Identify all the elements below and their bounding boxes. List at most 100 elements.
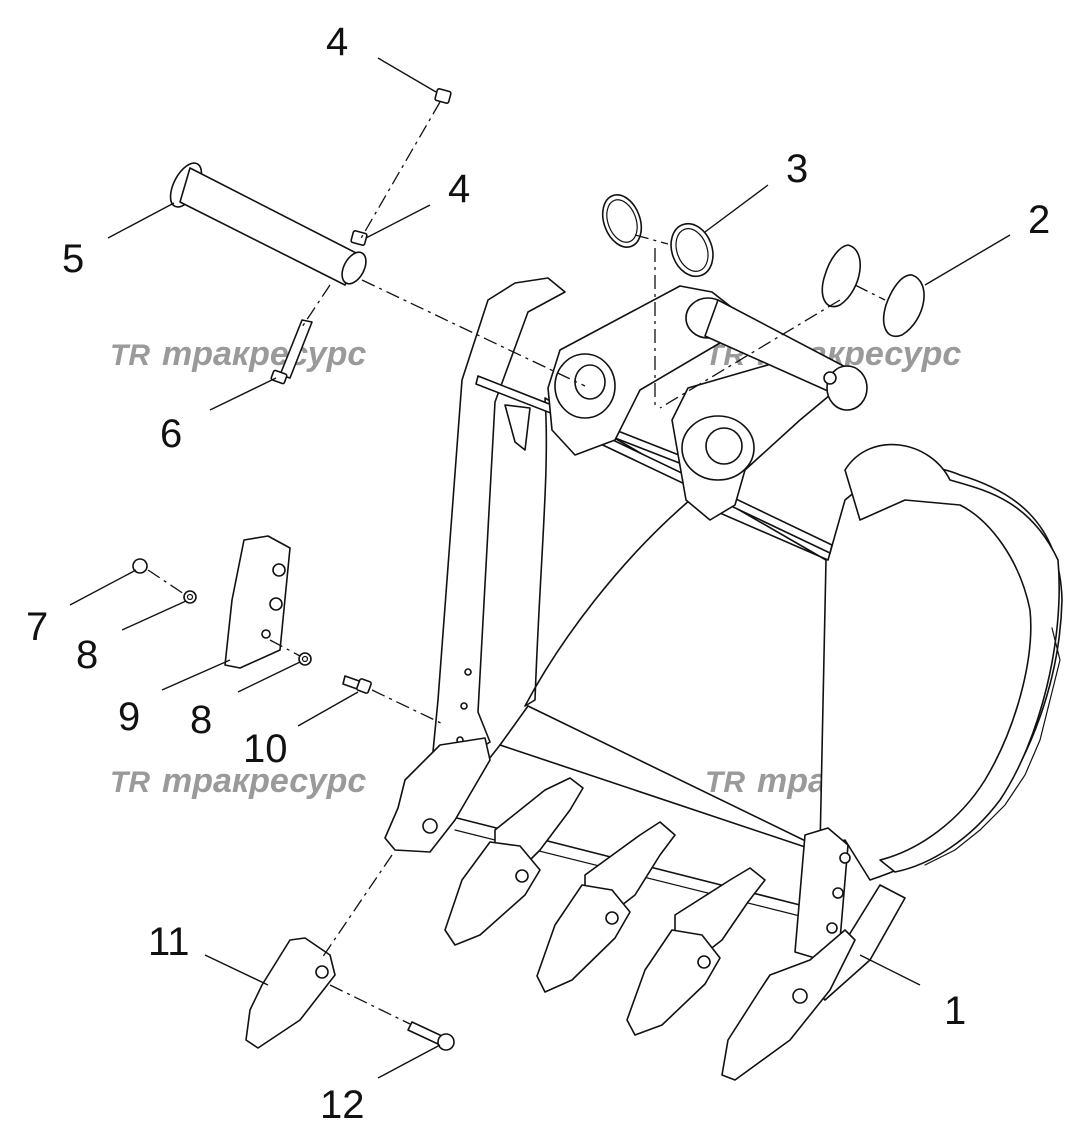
leader-4-mid	[365, 204, 431, 239]
o-ring-left	[601, 194, 643, 248]
tooth-pin-hole	[697, 955, 711, 969]
axis-shims	[854, 284, 886, 301]
side-cutter-bolt-head	[269, 597, 283, 611]
pin-12-shank	[407, 1021, 443, 1045]
bucket-body	[431, 277, 1063, 919]
washer-upper-hole	[186, 593, 194, 601]
part-5-pin	[169, 162, 367, 286]
tooth-tip-3	[626, 929, 721, 1036]
bucket-right-side-plate	[844, 443, 1060, 873]
watermark-logo: TR	[705, 766, 745, 799]
axis-nut-washer	[147, 569, 185, 595]
leader-3	[704, 184, 769, 233]
axis-tooth-11	[321, 854, 393, 959]
part-12-pin	[407, 1021, 455, 1051]
tooth-corner-right	[721, 929, 856, 1081]
part-8-washer-upper	[183, 590, 197, 604]
pin-end	[341, 251, 367, 285]
part-3-o-rings	[601, 194, 714, 278]
side-cutter-bolt-hole	[261, 629, 271, 639]
side-bolt-hole	[460, 702, 468, 710]
nut	[132, 558, 148, 574]
axis-pin-12	[329, 984, 411, 1025]
axis-bolt-6	[299, 284, 331, 331]
assembly-lines	[147, 101, 886, 1025]
bolt-head	[270, 369, 288, 385]
leader-1	[859, 954, 921, 986]
part-8-washer-lower	[298, 652, 312, 666]
callout-5: 5	[62, 237, 84, 281]
callout-4-mid: 4	[448, 167, 470, 211]
part-7-nut	[132, 558, 148, 574]
bucket-side-wear-strip	[924, 627, 1061, 866]
callout-labels: 4 4 5 6 3 2 7 8 9 8 10 11 12 1	[26, 20, 1050, 1127]
tooth-pin-hole	[422, 818, 438, 834]
axis-cutter-washer	[269, 639, 301, 657]
part-2-shims	[821, 244, 925, 338]
leader-12	[377, 1044, 441, 1079]
pin-12-head	[437, 1033, 455, 1051]
o-ring-left-inner	[606, 199, 638, 243]
tooth-corner-left	[384, 737, 491, 853]
callout-6: 6	[160, 412, 182, 456]
axis-bolt-10	[371, 689, 446, 726]
leader-2	[924, 234, 1011, 286]
part-4-spacer-top	[434, 88, 452, 104]
axis-shim-drop	[659, 299, 841, 409]
pin-shaft	[179, 167, 361, 286]
shim-right	[882, 274, 925, 338]
callout-2: 2	[1028, 198, 1050, 242]
bucket-lifting-hook	[504, 404, 531, 451]
tooth-tip-2	[536, 884, 631, 993]
part-11-tooth	[245, 937, 336, 1049]
callout-12: 12	[320, 1083, 365, 1127]
tooth-tip-1	[444, 841, 541, 946]
leader-4-top	[377, 57, 437, 93]
watermark-brand: тракресурс	[162, 335, 366, 373]
grease-fitting	[823, 371, 837, 385]
watermark-bottom-left: TR тракресурс	[110, 762, 366, 800]
shim-left	[821, 244, 861, 308]
washer-lower	[298, 652, 312, 666]
tooth-pin-hole	[515, 869, 529, 883]
bucket-teeth	[384, 737, 856, 1081]
callout-8-lower: 8	[190, 698, 212, 742]
side-cutter-bolt-head	[272, 563, 286, 577]
tooth-pin-hole	[792, 988, 808, 1004]
tooth-11-pin-hole	[315, 965, 329, 979]
part-10-bolt	[342, 675, 372, 694]
callout-3: 3	[786, 147, 808, 191]
leader-7	[69, 569, 137, 606]
part-4-spacer-mid	[350, 230, 368, 246]
leader-5	[107, 202, 175, 239]
callout-9: 9	[118, 695, 140, 739]
watermark-brand: тракресурс	[162, 762, 366, 800]
bolt-shank	[279, 319, 313, 379]
part-6-bolt	[270, 319, 313, 385]
bucket-left-side-plate	[431, 277, 566, 769]
part-9-side-cutter	[224, 535, 291, 669]
callout-8-upper: 8	[76, 633, 98, 677]
linkage-bore-left	[574, 364, 606, 400]
bolt-10-head	[356, 678, 372, 694]
callout-10: 10	[243, 727, 288, 771]
callout-1: 1	[944, 989, 966, 1033]
spacer-top	[434, 88, 452, 104]
leader-6	[209, 377, 277, 411]
side-bolt-hole	[464, 668, 472, 676]
tooth-11-body	[245, 937, 336, 1049]
watermark-logo: TR	[110, 339, 150, 372]
leader-9	[161, 659, 231, 691]
o-ring-right-inner	[675, 228, 709, 272]
washer-lower-hole	[301, 655, 309, 663]
callout-7: 7	[26, 605, 48, 649]
leader-10	[297, 691, 359, 727]
watermark-top-left: TR тракресурс	[110, 335, 366, 373]
linkage-bore-right	[705, 427, 743, 465]
washer-upper	[183, 590, 197, 604]
leader-11	[204, 954, 269, 986]
side-cutter-bolt	[826, 922, 838, 934]
leader-8-lower	[237, 661, 301, 693]
